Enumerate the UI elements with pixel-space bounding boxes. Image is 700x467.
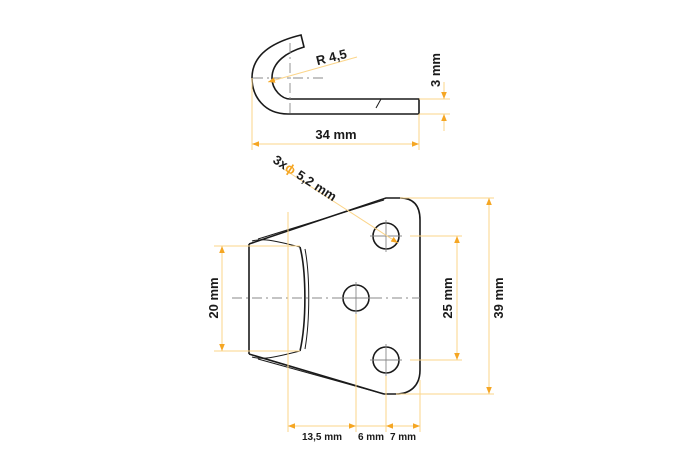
front-view: 3xϕ 5,2 mm 20 mm 25 mm 39 mm 13,5 mm 6 m… <box>206 152 506 443</box>
plate-outline <box>248 197 421 395</box>
length-label: 34 mm <box>315 127 356 142</box>
overall-height-label: 39 mm <box>491 277 506 318</box>
dim-6: 6 mm <box>358 432 384 443</box>
hole-callout: 3xϕ 5,2 mm <box>270 152 339 204</box>
dim-7: 7 mm <box>390 432 416 443</box>
side-view: R 4,5 34 mm 3 mm <box>251 34 450 150</box>
radius-label: R 4,5 <box>314 46 348 68</box>
hook-outline <box>251 34 420 115</box>
thickness-label: 3 mm <box>428 53 443 87</box>
dim-13-5: 13,5 mm <box>302 432 342 443</box>
hole-spacing-label: 25 mm <box>440 277 455 318</box>
height-inner-label: 20 mm <box>206 277 221 318</box>
